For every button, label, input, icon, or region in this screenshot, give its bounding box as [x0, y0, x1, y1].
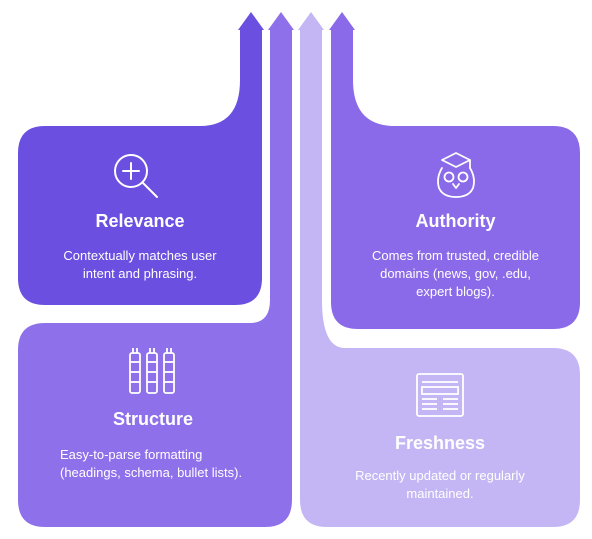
- relevance-description: Contextually matches user intent and phr…: [63, 248, 217, 281]
- freshness-title: Freshness: [394, 433, 486, 453]
- relevance-card: [18, 30, 262, 305]
- structure-card: [18, 30, 292, 527]
- arrow-left-head: [238, 12, 264, 30]
- arrow-light-head: [298, 12, 324, 30]
- freshness-text-block: Freshness Recently updated or regularly …: [300, 348, 580, 527]
- newspaper-icon: [416, 373, 464, 417]
- relevance-text-block: Relevance Contextually matches user inte…: [18, 126, 262, 305]
- arrow-mid-head: [268, 12, 294, 30]
- books-icon: [129, 348, 175, 394]
- authority-card: [331, 30, 580, 329]
- authority-text-block: Authority Comes from trusted, credible d…: [331, 126, 580, 329]
- structure-title: Structure: [112, 409, 193, 429]
- owl-graduate-icon: [437, 152, 475, 198]
- structure-text-block: Structure Easy-to-parse formatting (head…: [18, 323, 292, 527]
- freshness-description: Recently updated or regularly maintained…: [355, 468, 525, 501]
- arrow-right-head: [329, 12, 355, 30]
- freshness-card: [300, 30, 580, 527]
- structure-description: Easy-to-parse formatting (headings, sche…: [60, 447, 243, 480]
- authority-description: Comes from trusted, credible domains (ne…: [372, 248, 539, 299]
- relevance-title: Relevance: [95, 211, 185, 231]
- authority-title: Authority: [415, 211, 496, 231]
- magnifier-plus-icon: [114, 154, 158, 198]
